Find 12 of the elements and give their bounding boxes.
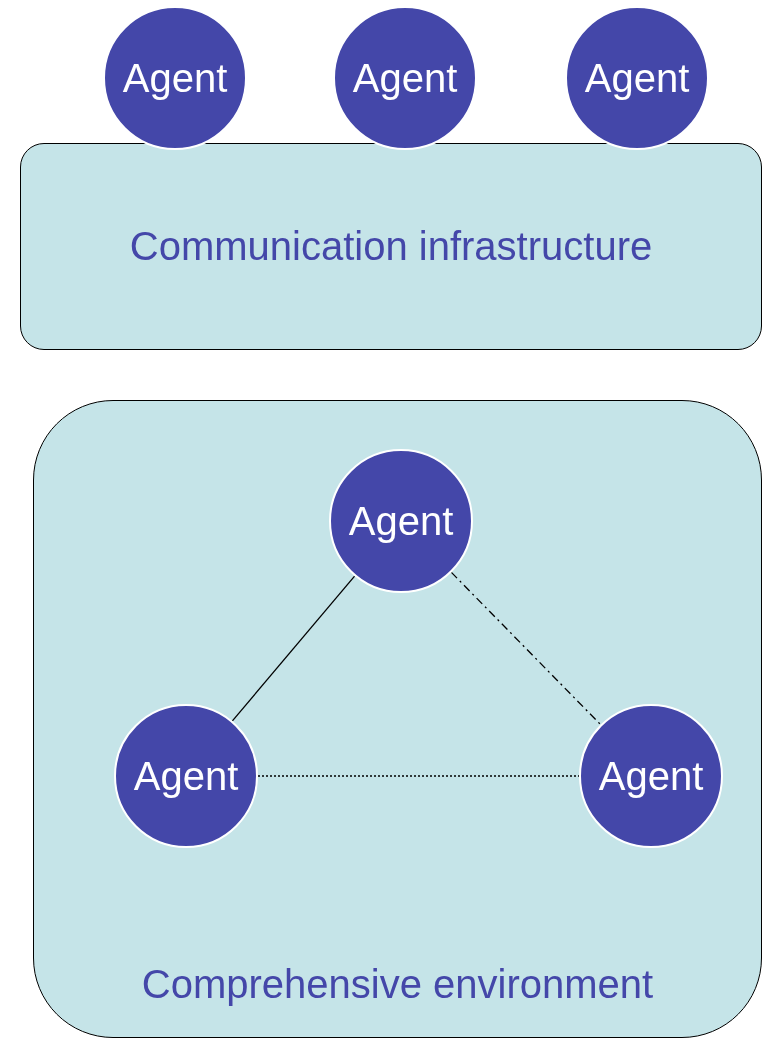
agent-label: Agent: [598, 756, 704, 796]
panel-title: Communication infrastructure: [129, 224, 653, 269]
panel-title: Comprehensive environment: [141, 962, 654, 1007]
connector-line: [231, 575, 356, 722]
container-panel: [20, 143, 762, 350]
agent-label: Agent: [352, 58, 458, 98]
connector-line: [450, 571, 602, 726]
agent-label: Agent: [133, 756, 239, 796]
agent-label: Agent: [348, 501, 454, 541]
agent-label: Agent: [584, 58, 690, 98]
container-panel: [33, 400, 762, 1038]
agent-label: Agent: [122, 58, 228, 98]
